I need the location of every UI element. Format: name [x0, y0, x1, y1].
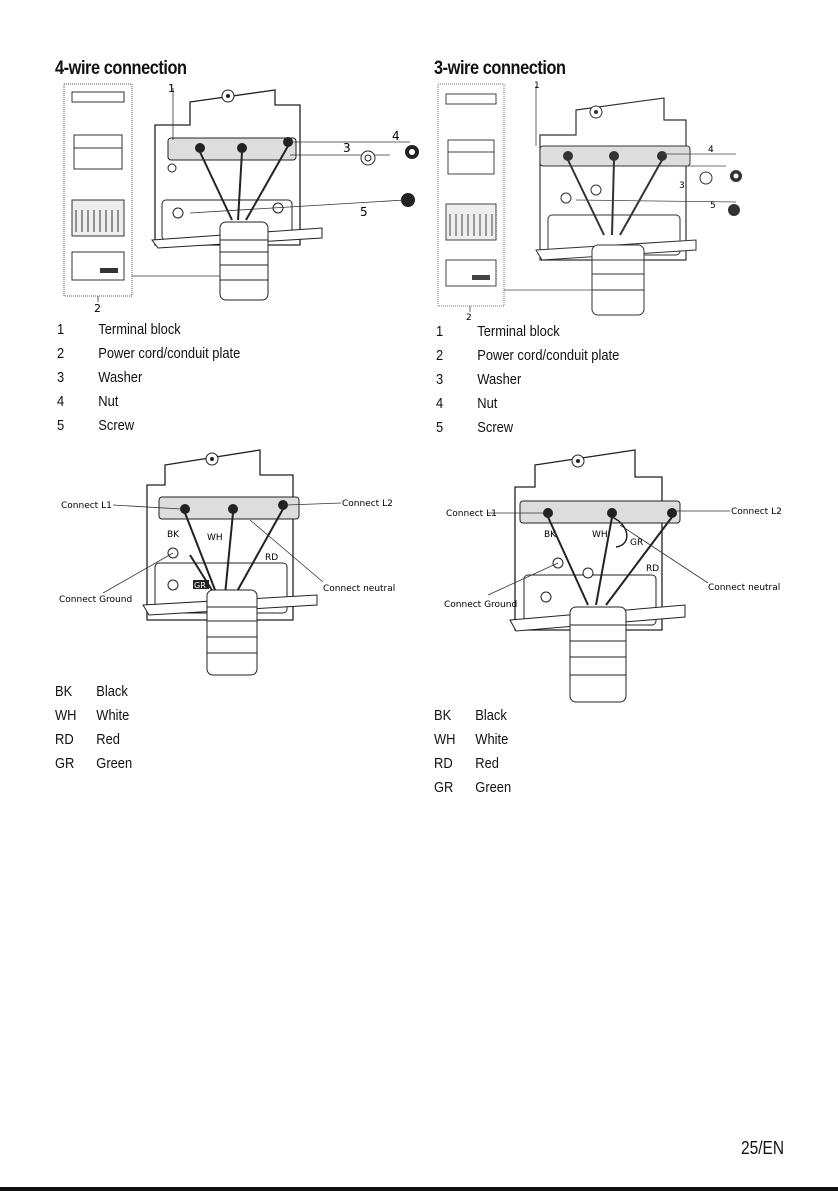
callout-4: 4	[392, 129, 400, 143]
color-code: GR	[434, 779, 454, 796]
legend-row: GR Green	[55, 752, 132, 776]
wire-rd-label: RD	[646, 564, 659, 574]
legend-row: WH White	[55, 704, 132, 728]
legend-number: 1	[57, 321, 65, 338]
color-name: Black	[96, 683, 128, 700]
right-parts-legend: 1 Terminal block 2 Power cord/conduit plat…	[436, 320, 619, 440]
connect-ground-label: Connect Ground	[444, 600, 517, 610]
right-color-legend: BK Black WH White RD Red GR Green	[434, 704, 511, 800]
color-name: Red	[96, 731, 120, 748]
legend-row: GR Green	[434, 776, 511, 800]
callout-5: 5	[360, 205, 368, 219]
legend-number: 3	[57, 369, 65, 386]
legend-label: Nut	[477, 395, 498, 412]
left-section-title: 4-wire connection	[55, 58, 187, 79]
legend-row: 1 Terminal block	[57, 318, 240, 342]
legend-label: Screw	[98, 417, 135, 434]
callout-2: 2	[94, 302, 101, 315]
connect-ground-label: Connect Ground	[59, 595, 132, 605]
legend-row: BK Black	[434, 704, 511, 728]
legend-row: 5 Screw	[436, 416, 619, 440]
color-name: Green	[475, 779, 512, 796]
connect-l2-label: Connect L2	[731, 507, 782, 517]
color-code: RD	[55, 731, 74, 748]
legend-row: RD Red	[55, 728, 132, 752]
color-code: WH	[434, 731, 456, 748]
legend-row: BK Black	[55, 680, 132, 704]
color-code: RD	[434, 755, 453, 772]
connect-l1-label: Connect L1	[446, 509, 497, 519]
left-wiring-diagram: Connect L1 Connect L2 Connect neutral Co…	[55, 445, 405, 680]
color-name: Green	[96, 755, 133, 772]
color-name: White	[475, 731, 509, 748]
legend-row: 2 Power cord/conduit plate	[57, 342, 240, 366]
legend-number: 2	[436, 347, 444, 364]
wire-gr-label: GR	[194, 581, 206, 590]
callout-2: 2	[466, 313, 472, 320]
wire-bk-label: BK	[544, 530, 557, 540]
color-code: BK	[434, 707, 452, 724]
wire-rd-label: RD	[265, 553, 278, 563]
callout-3: 3	[343, 141, 351, 155]
legend-row: WH White	[434, 728, 511, 752]
legend-row: 1 Terminal block	[436, 320, 619, 344]
legend-label: Terminal block	[477, 323, 560, 340]
connect-neutral-label: Connect neutral	[708, 583, 780, 593]
color-name: Red	[475, 755, 499, 772]
color-code: GR	[55, 755, 75, 772]
wire-gr-label: GR	[630, 538, 643, 548]
legend-number: 4	[57, 393, 65, 410]
legend-label: Terminal block	[98, 321, 181, 338]
legend-row: 2 Power cord/conduit plate	[436, 344, 619, 368]
callout-3: 3	[679, 181, 685, 191]
right-wiring-diagram: Connect L1 Connect L2 Connect neutral Co…	[440, 445, 790, 710]
callout-4: 4	[708, 145, 714, 155]
wire-wh-label: WH	[592, 530, 608, 540]
legend-number: 5	[436, 419, 444, 436]
legend-label: Washer	[98, 369, 143, 386]
left-color-legend: BK Black WH White RD Red GR Green	[55, 680, 132, 776]
connect-l2-label: Connect L2	[342, 499, 393, 509]
connect-l1-label: Connect L1	[61, 501, 112, 511]
wire-bk-label: BK	[167, 530, 180, 540]
legend-row: RD Red	[434, 752, 511, 776]
left-parts-legend: 1 Terminal block 2 Power cord/conduit plat…	[57, 318, 240, 438]
legend-row: 4 Nut	[436, 392, 619, 416]
bottom-divider	[0, 1187, 838, 1191]
legend-label: Power cord/conduit plate	[98, 345, 241, 362]
legend-row: 3 Washer	[57, 366, 240, 390]
color-code: BK	[55, 683, 73, 700]
legend-label: Washer	[477, 371, 522, 388]
legend-label: Power cord/conduit plate	[477, 347, 620, 364]
page-number: 25/EN	[740, 1138, 784, 1158]
callout-1: 1	[534, 81, 540, 91]
color-code: WH	[55, 707, 77, 724]
color-name: Black	[475, 707, 507, 724]
legend-row: 4 Nut	[57, 390, 240, 414]
legend-number: 4	[436, 395, 444, 412]
left-parts-diagram: 1 2 3 4 5	[60, 80, 430, 315]
right-section-title: 3-wire connection	[434, 58, 566, 79]
legend-row: 3 Washer	[436, 368, 619, 392]
legend-row: 5 Screw	[57, 414, 240, 438]
legend-label: Nut	[98, 393, 119, 410]
legend-number: 5	[57, 417, 65, 434]
right-parts-diagram: 1 2 3 4 5	[436, 80, 796, 323]
wire-wh-label: WH	[207, 533, 223, 543]
color-name: White	[96, 707, 130, 724]
legend-number: 3	[436, 371, 444, 388]
legend-number: 1	[436, 323, 444, 340]
connect-neutral-label: Connect neutral	[323, 584, 395, 594]
callout-5: 5	[710, 201, 716, 211]
callout-1: 1	[168, 82, 175, 95]
legend-number: 2	[57, 345, 65, 362]
legend-label: Screw	[477, 419, 514, 436]
